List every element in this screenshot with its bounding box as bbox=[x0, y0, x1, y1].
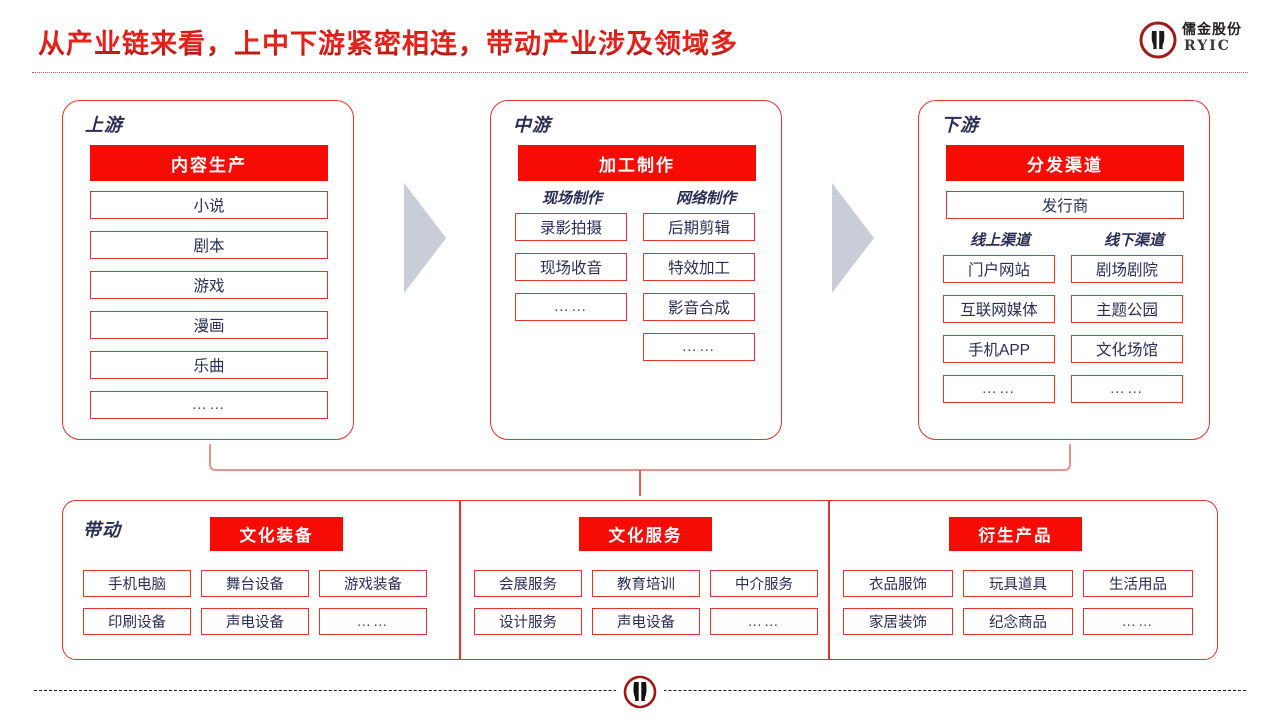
driven-group-grid: 会展服务 教育培训 中介服务 设计服务 声电设备 …… bbox=[474, 570, 818, 635]
panel-midstream-banner: 加工制作 bbox=[518, 145, 756, 181]
table-row: 手机电脑 舞台设备 游戏装备 bbox=[83, 570, 427, 597]
list-item[interactable]: 主题公园 bbox=[1071, 295, 1183, 323]
midstream-column-onsite: 录影拍摄 现场收音 …… bbox=[515, 213, 627, 361]
downstream-columns: 门户网站 互联网媒体 手机APP …… 剧场剧院 主题公园 文化场馆 …… bbox=[943, 255, 1183, 403]
list-item[interactable]: 会展服务 bbox=[474, 570, 582, 597]
list-item[interactable]: 生活用品 bbox=[1083, 570, 1193, 597]
panel-upstream-banner: 内容生产 bbox=[90, 145, 328, 181]
driven-group-grid: 衣品服饰 玩具道具 生活用品 家居装饰 纪念商品 …… bbox=[843, 570, 1193, 635]
midstream-subhead-online: 网络制作 bbox=[675, 190, 736, 207]
list-item[interactable]: …… bbox=[943, 375, 1055, 403]
list-item[interactable]: 手机电脑 bbox=[83, 570, 191, 597]
brand-logo: 儒金股份 RYIC bbox=[1138, 16, 1258, 66]
list-item[interactable]: 特效加工 bbox=[643, 253, 755, 281]
slide-footer bbox=[0, 668, 1280, 720]
table-row: 衣品服饰 玩具道具 生活用品 bbox=[843, 570, 1193, 597]
list-item[interactable]: …… bbox=[1083, 608, 1193, 635]
list-item[interactable]: 声电设备 bbox=[201, 608, 309, 635]
ryic-circle-logo-icon bbox=[1139, 21, 1177, 59]
list-item[interactable]: 教育培训 bbox=[592, 570, 700, 597]
chevron-right-icon bbox=[404, 183, 446, 293]
panel-midstream: 中游 加工制作 现场制作 网络制作 录影拍摄 现场收音 …… 后期剪辑 特效加工… bbox=[490, 100, 782, 440]
downstream-publisher-row: 发行商 bbox=[946, 191, 1184, 219]
downstream-subhead-offline: 线下渠道 bbox=[1103, 232, 1164, 249]
list-item[interactable]: 家居装饰 bbox=[843, 608, 953, 635]
panel-downstream-banner: 分发渠道 bbox=[946, 145, 1184, 181]
panel-midstream-label: 中游 bbox=[513, 115, 551, 135]
list-item[interactable]: 游戏装备 bbox=[319, 570, 427, 597]
ryic-circle-logo-icon bbox=[623, 675, 657, 709]
driven-group-services: 文化服务 会展服务 教育培训 中介服务 设计服务 声电设备 …… bbox=[460, 501, 828, 659]
logo-chinese-name: 儒金股份 bbox=[1182, 22, 1242, 38]
table-row: 会展服务 教育培训 中介服务 bbox=[474, 570, 818, 597]
upstream-item-list: 小说 剧本 游戏 漫画 乐曲 …… bbox=[90, 191, 328, 419]
list-item[interactable]: 纪念商品 bbox=[963, 608, 1073, 635]
list-item[interactable]: 手机APP bbox=[943, 335, 1055, 363]
list-item[interactable]: 剧场剧院 bbox=[1071, 255, 1183, 283]
list-item[interactable]: 剧本 bbox=[90, 231, 328, 259]
list-item[interactable]: 文化场馆 bbox=[1071, 335, 1183, 363]
midstream-column-online: 后期剪辑 特效加工 影音合成 …… bbox=[643, 213, 755, 361]
panel-upstream: 上游 内容生产 小说 剧本 游戏 漫画 乐曲 …… bbox=[62, 100, 354, 440]
driven-group-derivatives: 衍生产品 衣品服饰 玩具道具 生活用品 家居装饰 纪念商品 …… bbox=[829, 501, 1219, 659]
list-item[interactable]: 声电设备 bbox=[592, 608, 700, 635]
list-item[interactable]: 互联网媒体 bbox=[943, 295, 1055, 323]
list-item[interactable]: 舞台设备 bbox=[201, 570, 309, 597]
list-item[interactable]: 录影拍摄 bbox=[515, 213, 627, 241]
header-divider bbox=[32, 72, 1248, 73]
downstream-column-offline: 剧场剧院 主题公园 文化场馆 …… bbox=[1071, 255, 1183, 403]
section-divider bbox=[459, 501, 461, 659]
list-item[interactable]: 现场收音 bbox=[515, 253, 627, 281]
driven-group-equipment: 带动 文化装备 手机电脑 舞台设备 游戏装备 印刷设备 声电设备 …… bbox=[63, 501, 459, 659]
list-item[interactable]: 小说 bbox=[90, 191, 328, 219]
driven-group-banner: 文化服务 bbox=[579, 517, 712, 551]
list-item[interactable]: …… bbox=[90, 391, 328, 419]
list-item[interactable]: …… bbox=[515, 293, 627, 321]
driven-group-banner: 衍生产品 bbox=[949, 517, 1082, 551]
list-item[interactable]: 游戏 bbox=[90, 271, 328, 299]
table-row: 家居装饰 纪念商品 …… bbox=[843, 608, 1193, 635]
list-item[interactable]: 衣品服饰 bbox=[843, 570, 953, 597]
downstream-subheads: 线上渠道 线下渠道 bbox=[941, 229, 1193, 250]
list-item[interactable]: 门户网站 bbox=[943, 255, 1055, 283]
list-item[interactable]: 发行商 bbox=[946, 191, 1184, 219]
slide-header: 从产业链来看，上中下游紧密相连，带动产业涉及领域多 儒金股份 RYIC bbox=[0, 0, 1280, 82]
list-item[interactable]: 设计服务 bbox=[474, 608, 582, 635]
panel-downstream-label: 下游 bbox=[941, 115, 979, 135]
logo-english-name: RYIC bbox=[1184, 38, 1231, 54]
midstream-subhead-onsite: 现场制作 bbox=[541, 190, 602, 207]
list-item[interactable]: 影音合成 bbox=[643, 293, 755, 321]
list-item[interactable]: 后期剪辑 bbox=[643, 213, 755, 241]
page-title: 从产业链来看，上中下游紧密相连，带动产业涉及领域多 bbox=[38, 22, 738, 61]
driven-section-label: 带动 bbox=[83, 520, 121, 540]
bracket-connector bbox=[209, 444, 1071, 496]
driven-group-grid: 手机电脑 舞台设备 游戏装备 印刷设备 声电设备 …… bbox=[83, 570, 427, 635]
midstream-columns: 录影拍摄 现场收音 …… 后期剪辑 特效加工 影音合成 …… bbox=[515, 213, 755, 361]
chevron-right-icon bbox=[832, 183, 874, 293]
list-item[interactable]: …… bbox=[710, 608, 818, 635]
list-item[interactable]: …… bbox=[319, 608, 427, 635]
driven-section: 带动 文化装备 手机电脑 舞台设备 游戏装备 印刷设备 声电设备 …… 文化服务 bbox=[62, 500, 1218, 660]
panel-downstream: 下游 分发渠道 发行商 线上渠道 线下渠道 门户网站 互联网媒体 手机APP …… bbox=[918, 100, 1210, 440]
downstream-subhead-online: 线上渠道 bbox=[969, 232, 1030, 249]
list-item[interactable]: 玩具道具 bbox=[963, 570, 1073, 597]
section-divider bbox=[828, 501, 830, 659]
downstream-column-online: 门户网站 互联网媒体 手机APP …… bbox=[943, 255, 1055, 403]
list-item[interactable]: 漫画 bbox=[90, 311, 328, 339]
list-item[interactable]: …… bbox=[643, 333, 755, 361]
list-item[interactable]: 乐曲 bbox=[90, 351, 328, 379]
list-item[interactable]: …… bbox=[1071, 375, 1183, 403]
footer-logo-badge bbox=[616, 668, 664, 716]
table-row: 设计服务 声电设备 …… bbox=[474, 608, 818, 635]
table-row: 印刷设备 声电设备 …… bbox=[83, 608, 427, 635]
list-item[interactable]: 印刷设备 bbox=[83, 608, 191, 635]
panel-upstream-label: 上游 bbox=[85, 115, 123, 135]
midstream-subheads: 现场制作 网络制作 bbox=[513, 187, 765, 208]
driven-group-banner: 文化装备 bbox=[210, 517, 343, 551]
list-item[interactable]: 中介服务 bbox=[710, 570, 818, 597]
